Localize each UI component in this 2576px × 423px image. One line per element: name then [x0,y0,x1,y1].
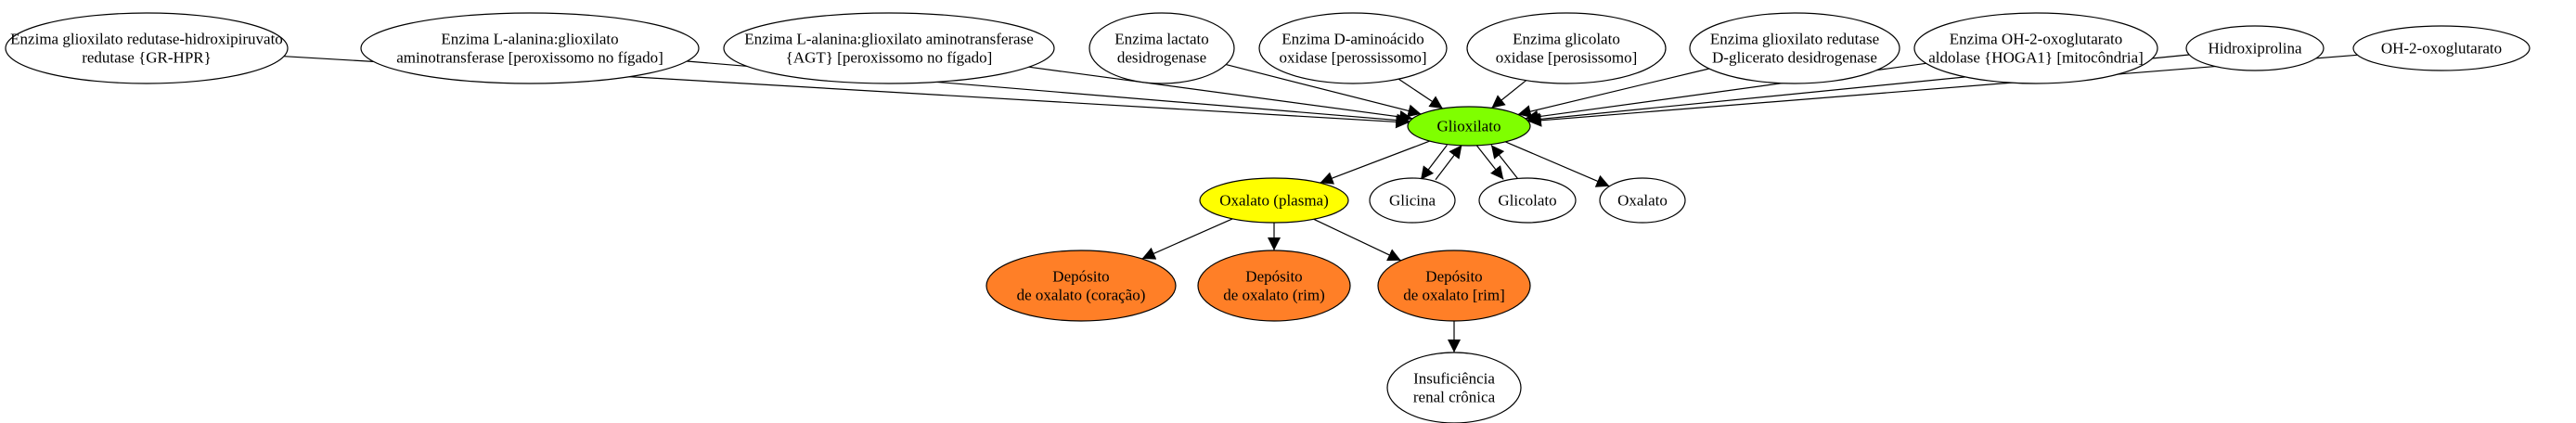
node-ellipse [1913,12,2158,84]
node-label: renal crônica [1413,389,1496,406]
node-glicolato: Glicolato [1478,177,1577,224]
node-label: de oxalato [rim] [1403,287,1505,304]
node-label: Oxalato (plasma) [1219,192,1329,210]
node-label: Enzima lactato [1114,31,1208,48]
node-ellipse [360,12,700,84]
node-ellipse [985,250,1177,322]
edge-glioxilato-to-glicolato [1475,145,1504,180]
node-ellipse [1088,12,1235,84]
node-hidroxiprolina: Hidroxiprolina [2185,25,2325,71]
node-ellipse [1478,177,1577,224]
edge-lactato-to-glioxilato [1226,64,1422,118]
node-label: redutase {GR-HPR} [82,49,212,67]
node-label: OH-2-oxoglutarato [2381,40,2502,58]
node-glicina: Glicina [1369,177,1456,224]
edge-glicolato-to-glioxilato [1490,145,1519,180]
node-label: Oxalato [1617,192,1668,210]
node-ellipse [1599,177,1686,224]
node-oxalato_plasma: Oxalato (plasma) [1199,177,1349,224]
node-label: Enzima L-alanina:glioxilato aminotransfe… [744,31,1034,48]
edge-glicolato_oxidase-to-glioxilato [1491,80,1526,109]
node-ellipse [2352,25,2531,71]
edge-glioxilato-to-oxalato_plasma [1320,140,1430,185]
nodes-layer: Enzima glioxilato redutase-hidroxipiruva… [5,12,2531,423]
node-label: Enzima glioxilato redutase-hidroxipiruva… [10,31,283,48]
node-label: oxidase [perossissomo] [1279,49,1426,67]
node-oxalato: Oxalato [1599,177,1686,224]
node-label: de oxalato (rim) [1223,287,1325,304]
edge-oxalato_plasma-to-deposito_coracao [1141,218,1233,260]
node-label: Glicolato [1498,192,1556,210]
node-ellipse [1199,177,1349,224]
node-ellipse [5,12,289,84]
node-ellipse [1258,12,1448,84]
edge-agt-to-glioxilato [1028,66,1413,123]
node-label: Depósito [1425,268,1482,286]
node-oh2oxoglutarato: OH-2-oxoglutarato [2352,25,2531,71]
node-gr_hpr: Enzima glioxilato redutase-hidroxipiruva… [5,12,289,84]
node-label: Hidroxiprolina [2208,40,2301,58]
node-glioxilato: Glioxilato [1407,106,1531,147]
node-ellipse [1386,352,1522,423]
node-label: aldolase {HOGA1} [mitocôndria] [1928,49,2144,67]
node-ellipse [1466,12,1667,84]
node-label: Insuficiência [1413,370,1495,388]
node-ellipse [1407,106,1531,147]
node-ellipse [1689,12,1900,84]
node-label: Enzima glicolato [1513,31,1620,48]
node-ellipse [723,12,1055,84]
node-label: D-glicerato desidrogenase [1712,49,1877,67]
edge-glicina-to-glioxilato [1435,145,1462,181]
node-agt: Enzima L-alanina:glioxilato aminotransfe… [723,12,1055,84]
node-ellipse [2185,25,2325,71]
node-label: Enzima glioxilato redutase [1710,31,1879,48]
node-ellipse [1197,250,1351,322]
node-label: desidrogenase [1117,49,1206,67]
node-label: Enzima D-aminoácido [1282,31,1423,48]
node-label: {AGT} [peroxissomo no fígado] [786,49,993,67]
node-label: aminotransferase [peroxissomo no fígado] [396,49,663,67]
node-label: Glioxilato [1437,118,1501,135]
node-label: oxidase [perosissomo] [1496,49,1638,67]
edge-glioxilato_redutase-to-glioxilato [1517,68,1710,118]
edge-oxalato_plasma-to-deposito_rim2 [1313,218,1401,262]
edge-d_aminoacido-to-glioxilato [1397,78,1444,109]
node-label: Enzima L-alanina:glioxilato [441,31,618,48]
node-alanina_figado: Enzima L-alanina:glioxilatoaminotransfer… [360,12,700,84]
node-label: de oxalato (coração) [1017,287,1146,304]
node-label: Depósito [1245,268,1302,286]
node-label: Glicina [1389,192,1436,210]
node-label: Enzima OH-2-oxoglutarato [1950,31,2122,48]
node-ellipse [1377,250,1531,322]
edge-glioxilato-to-oxalato [1505,141,1610,187]
edge-glioxilato-to-glicina [1420,145,1448,181]
node-label: Depósito [1052,268,1109,286]
node-ellipse [1369,177,1456,224]
